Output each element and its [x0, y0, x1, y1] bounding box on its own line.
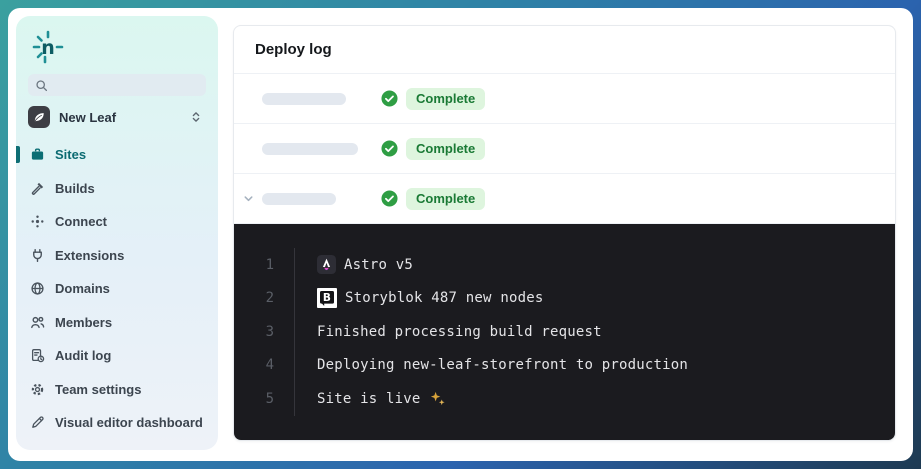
svg-text:B: B	[323, 292, 331, 304]
skeleton-bar	[262, 92, 346, 105]
sidebar-item-extensions[interactable]: Extensions	[16, 239, 218, 273]
line-number: 5	[265, 390, 274, 407]
search-box[interactable]	[28, 74, 206, 96]
sidebar-item-team-settings[interactable]: Team settings	[16, 373, 218, 407]
active-indicator	[16, 146, 20, 163]
app-window: n New Leaf	[8, 8, 913, 461]
deploy-log-terminal[interactable]: 1	[234, 224, 895, 440]
sidebar-item-sites[interactable]: Sites	[16, 138, 218, 172]
sidebar-item-label: Audit log	[55, 348, 112, 364]
check-circle-icon	[381, 90, 398, 107]
document-clock-icon	[29, 348, 45, 364]
pencil-icon	[29, 415, 45, 431]
plug-icon	[29, 247, 45, 263]
team-name: New Leaf	[59, 109, 117, 125]
sidebar-item-audit-log[interactable]: Audit log	[16, 339, 218, 373]
briefcase-icon	[29, 147, 45, 163]
connect-dots-icon	[29, 214, 45, 230]
sidebar: n New Leaf	[16, 16, 218, 450]
line-number: 2	[265, 290, 274, 307]
deploy-row[interactable]: Complete	[234, 124, 895, 174]
hammer-icon	[29, 180, 45, 196]
sort-chevrons-icon	[190, 111, 202, 123]
log-line: 3 Finished processing build request	[234, 315, 895, 349]
log-line: 4 Deploying new-leaf-storefront to produ…	[234, 348, 895, 382]
svg-text:n: n	[41, 37, 55, 59]
log-text: Astro v5	[344, 256, 414, 273]
sidebar-item-label: Members	[55, 314, 113, 330]
search-icon	[35, 79, 48, 92]
leaf-icon	[28, 106, 50, 128]
log-text: Finished processing build request	[317, 323, 602, 340]
sidebar-item-connect[interactable]: Connect	[16, 205, 218, 239]
log-text: Deploying new-leaf-storefront to product…	[317, 357, 689, 374]
status-badge: Complete	[406, 187, 486, 210]
search-input[interactable]	[54, 78, 199, 92]
log-line: 5 Site is live	[234, 382, 895, 416]
sidebar-item-label: Connect	[55, 214, 107, 230]
storyblok-logo-icon: B	[317, 288, 337, 309]
sparkles-icon	[429, 390, 446, 407]
sidebar-item-label: Visual editor dashboard	[55, 415, 203, 431]
chevron-spacer	[242, 142, 255, 155]
deploy-log-card: Deploy log Complete	[233, 25, 896, 441]
chevron-down-icon[interactable]	[242, 192, 255, 205]
astro-logo-icon	[317, 255, 336, 275]
sidebar-item-label: Builds	[55, 180, 95, 196]
sidebar-item-label: Domains	[55, 281, 110, 297]
sidebar-item-domains[interactable]: Domains	[16, 272, 218, 306]
people-icon	[29, 314, 45, 330]
skeleton-bar	[262, 192, 336, 205]
sidebar-item-visual-editor-dashboard[interactable]: Visual editor dashboard	[16, 406, 218, 440]
netlify-burst-logo: n	[28, 26, 68, 73]
sidebar-item-members[interactable]: Members	[16, 306, 218, 340]
check-circle-icon	[381, 190, 398, 207]
status-badge: Complete	[406, 137, 486, 160]
globe-icon	[29, 281, 45, 297]
page-title: Deploy log	[255, 41, 332, 58]
sidebar-item-label: Sites	[55, 147, 87, 163]
sidebar-nav: Sites Builds	[16, 138, 218, 440]
sidebar-item-builds[interactable]: Builds	[16, 172, 218, 206]
sidebar-item-label: Extensions	[55, 247, 125, 263]
status-badge: Complete	[406, 87, 486, 110]
line-number: 3	[265, 323, 274, 340]
team-selector[interactable]: New Leaf	[28, 104, 206, 130]
log-text: Site is live	[317, 390, 421, 407]
chevron-spacer	[242, 92, 255, 105]
deploy-row[interactable]: Complete	[234, 74, 895, 124]
card-header: Deploy log	[234, 26, 895, 74]
skeleton-bar	[262, 142, 358, 155]
log-text: Storyblok 487 new nodes	[345, 290, 544, 307]
gear-icon	[29, 381, 45, 397]
log-line: 1	[234, 248, 895, 282]
deploy-row-expanded[interactable]: Complete	[234, 174, 895, 224]
check-circle-icon	[381, 140, 398, 157]
line-number: 4	[265, 357, 274, 374]
line-number: 1	[265, 256, 274, 273]
sidebar-item-label: Team settings	[55, 381, 142, 397]
log-line: 2 B Storyblok 487 new nodes	[234, 281, 895, 315]
